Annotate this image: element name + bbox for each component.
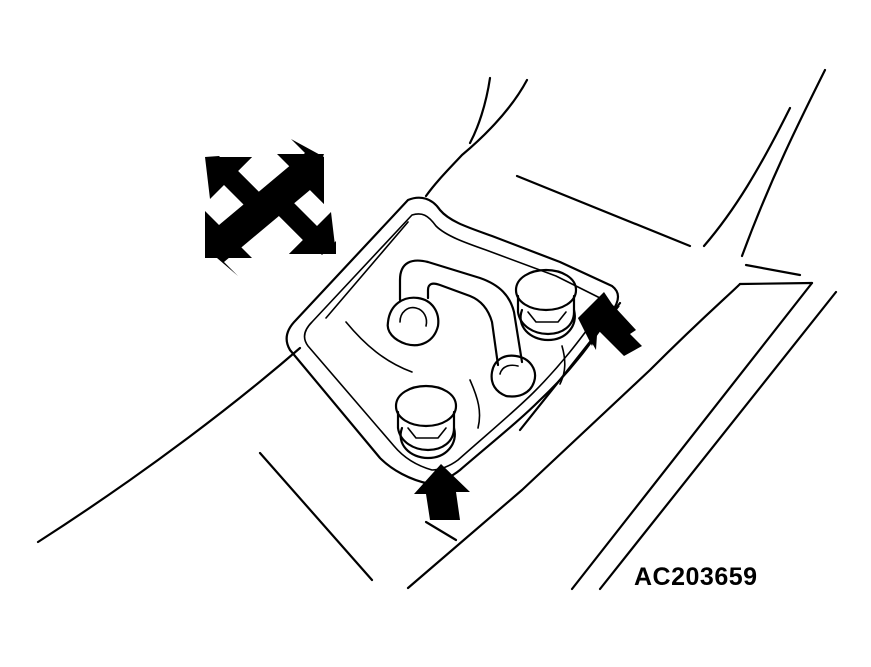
bolt-lower-left [394,384,458,460]
arrow-pointer-icon [578,292,642,356]
bolt-upper-right [514,268,578,342]
four-way-arrow-icon [205,139,336,276]
striker-loop [386,259,537,398]
striker-base-plate [285,196,620,486]
door-sill-lines [406,281,838,591]
figure-reference-code: AC203659 [634,563,758,591]
arrow-pointer-icon [414,464,470,520]
